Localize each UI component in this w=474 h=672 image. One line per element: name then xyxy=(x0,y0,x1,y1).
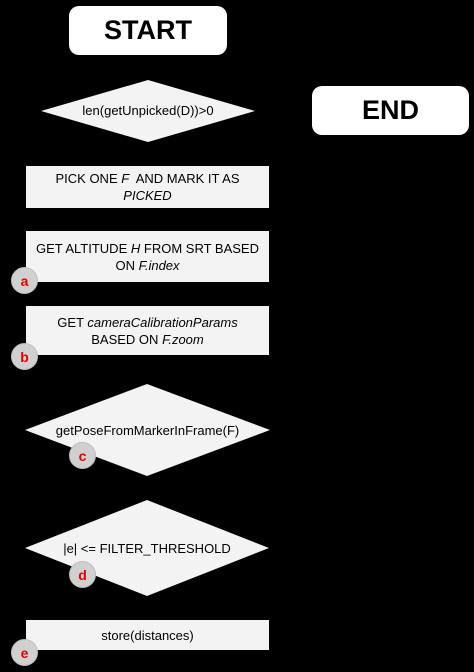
decision-unpicked-shape xyxy=(41,80,255,142)
decision-unpicked-label: len(getUnpicked(D))>0 xyxy=(82,103,214,118)
altitude-step-line2: ON F.index xyxy=(115,257,180,273)
decision-pose-label: getPoseFromMarkerInFrame(F) xyxy=(55,423,240,438)
end-node: END xyxy=(312,86,469,135)
pick-step-line2: PICKED xyxy=(123,188,172,203)
store-step: store(distances) xyxy=(26,620,269,650)
start-label: START xyxy=(104,15,192,45)
calibration-step-line1: GET cameraCalibrationParams xyxy=(57,314,238,330)
calibration-step: GET cameraCalibrationParams BASED ON F.z… xyxy=(26,306,269,355)
calibration-step-line2: BASED ON F.zoom xyxy=(91,331,204,347)
end-label: END xyxy=(361,95,419,125)
decision-threshold: |e| <= FILTER_THRESHOLD xyxy=(25,500,269,596)
store-step-label: store(distances) xyxy=(101,627,194,643)
pick-step-line1: PICK ONE F AND MARK IT AS xyxy=(55,171,240,186)
pick-step: PICK ONE F AND MARK IT AS PICKED xyxy=(26,166,269,208)
badge-c: c xyxy=(69,442,96,469)
decision-unpicked: len(getUnpicked(D))>0 xyxy=(41,80,255,142)
start-node: START xyxy=(69,6,227,55)
decision-pose: getPoseFromMarkerInFrame(F) xyxy=(25,384,270,476)
altitude-step: GET ALTITUDE H FROM SRT BASED ON F.index xyxy=(26,231,269,282)
badge-b: b xyxy=(11,343,38,370)
badge-d: d xyxy=(69,561,96,588)
altitude-step-line1: GET ALTITUDE H FROM SRT BASED xyxy=(35,240,259,256)
decision-threshold-label: |e| <= FILTER_THRESHOLD xyxy=(63,541,231,556)
badge-e: e xyxy=(11,639,38,666)
badge-a: a xyxy=(11,267,38,294)
